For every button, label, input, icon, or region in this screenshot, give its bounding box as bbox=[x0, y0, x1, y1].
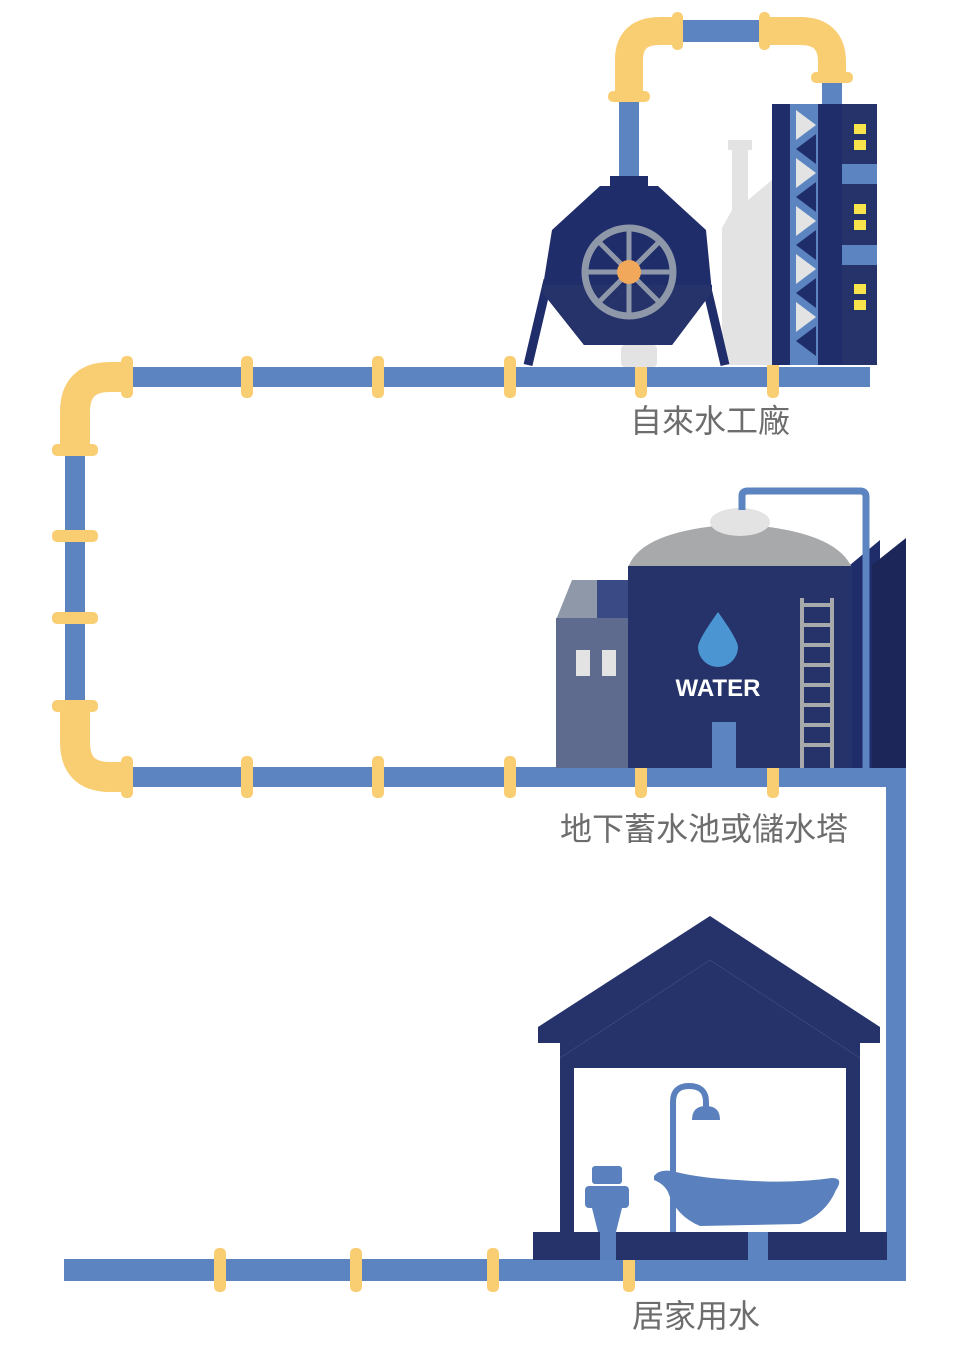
left-top-bend bbox=[60, 362, 127, 450]
tank-vent bbox=[710, 508, 770, 536]
pipe-collar bbox=[52, 700, 98, 712]
tank-dome bbox=[628, 524, 852, 568]
pipe-collar bbox=[608, 91, 650, 102]
tank-overflow-pipe bbox=[738, 487, 870, 768]
label-water-plant: 自來水工廠 bbox=[630, 402, 790, 440]
pipe-collar bbox=[767, 356, 779, 398]
house-walls bbox=[560, 960, 860, 1232]
factory-tower-band bbox=[842, 164, 877, 184]
left-bottom-bend bbox=[60, 706, 127, 792]
label-storage: 地下蓄水池或儲水塔 bbox=[560, 810, 848, 848]
pipe-collar bbox=[504, 756, 516, 798]
pipe-collar bbox=[372, 356, 384, 398]
pipe-collar bbox=[121, 756, 133, 798]
pump-machine bbox=[523, 176, 730, 367]
bathtub-icon bbox=[654, 1082, 840, 1232]
plant-outlet-bend-left bbox=[615, 17, 678, 96]
pipe-collar bbox=[350, 1248, 362, 1292]
pipe-collar bbox=[672, 12, 683, 50]
pipe-collar bbox=[759, 12, 770, 50]
pipe-collar bbox=[504, 356, 516, 398]
factory-tower-band bbox=[842, 245, 877, 265]
pipe-collar bbox=[241, 356, 253, 398]
pipe-collar bbox=[52, 444, 98, 456]
window bbox=[854, 300, 866, 310]
pipe-collar bbox=[372, 756, 384, 798]
house bbox=[533, 916, 887, 1260]
tank-ladder bbox=[800, 598, 834, 768]
window bbox=[854, 284, 866, 294]
house-floor bbox=[533, 1232, 887, 1260]
window bbox=[854, 204, 866, 214]
plant-outlet-bend-right bbox=[765, 17, 846, 78]
water-drop-icon bbox=[698, 612, 738, 667]
tank-label: WATER bbox=[676, 675, 761, 702]
pipe-collar bbox=[52, 530, 98, 542]
side-building-roof-dark bbox=[597, 580, 630, 620]
water-plant bbox=[523, 104, 877, 367]
window bbox=[854, 124, 866, 134]
side-building-window bbox=[576, 650, 590, 676]
stage-labels: 自來水工廠 地下蓄水池或儲水塔 居家用水 bbox=[560, 402, 848, 1335]
pipe-collar bbox=[487, 1248, 499, 1292]
window bbox=[854, 220, 866, 230]
side-building-window bbox=[602, 650, 616, 676]
toilet-icon bbox=[585, 1166, 629, 1260]
factory-windows bbox=[854, 124, 866, 310]
pipe-collar bbox=[121, 356, 133, 398]
tank-back-panel bbox=[872, 538, 906, 768]
shower-pipe bbox=[670, 1082, 709, 1232]
bathtub bbox=[654, 1170, 840, 1226]
pump-outlet bbox=[621, 345, 657, 367]
factory-truss-triangles bbox=[796, 110, 816, 332]
side-building bbox=[556, 618, 630, 768]
pipe-collar bbox=[52, 612, 98, 624]
pipe-collar bbox=[241, 756, 253, 798]
factory-truss-triangles-dark bbox=[796, 134, 816, 356]
factory-silhouette bbox=[722, 140, 772, 365]
pipe-collars bbox=[52, 12, 853, 1292]
pump-wheel-hub bbox=[617, 260, 641, 284]
house-floor-pipe-gap bbox=[748, 1232, 768, 1260]
pipe-collar bbox=[214, 1248, 226, 1292]
tank-outlet bbox=[712, 722, 736, 772]
shower-head bbox=[692, 1106, 720, 1120]
pipe-collar bbox=[811, 72, 853, 83]
window bbox=[854, 140, 866, 150]
label-household: 居家用水 bbox=[632, 1297, 760, 1335]
storage-facility: WATER bbox=[556, 487, 906, 772]
house-roof bbox=[538, 916, 880, 1058]
